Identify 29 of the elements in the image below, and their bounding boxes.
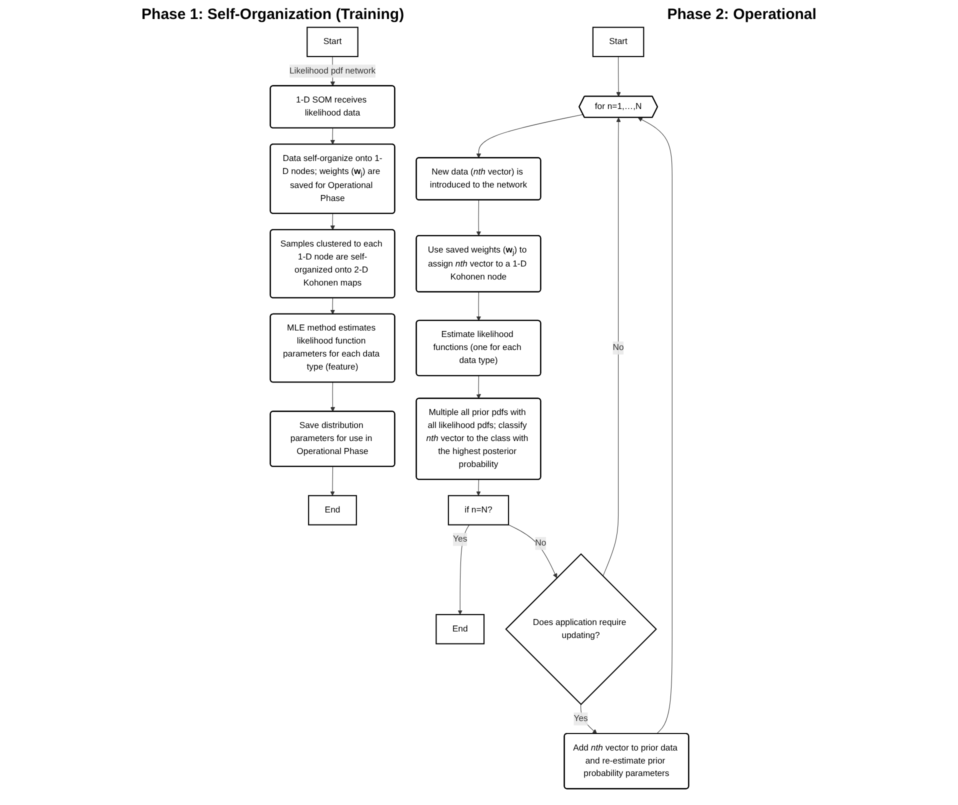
node-box: End	[435, 614, 484, 644]
phase-heading: Phase 1: Self-Organization (Training)	[142, 6, 404, 23]
edge-label: No	[612, 343, 624, 352]
arrow	[330, 298, 335, 314]
node-box: Start	[306, 26, 358, 58]
edge-label: Likelihood pdf network	[288, 66, 376, 76]
arrow	[457, 524, 470, 615]
arrow	[330, 466, 334, 496]
arrow	[330, 213, 335, 230]
edge-label: Yes	[452, 534, 467, 544]
arrow	[602, 117, 620, 576]
arrow	[330, 128, 335, 145]
arrow	[476, 479, 480, 496]
arrow	[476, 114, 583, 158]
arrow	[330, 382, 335, 412]
arrow	[476, 292, 481, 321]
node-box: Start	[592, 26, 644, 58]
phase-heading: Phase 2: Operational	[667, 6, 816, 23]
node-box: End	[308, 495, 356, 526]
arrow	[580, 704, 597, 734]
node-diamond: Does application require updating?	[504, 553, 656, 706]
node-box: if n=N?	[447, 495, 509, 526]
arrow	[476, 200, 481, 236]
arrow	[637, 117, 672, 734]
edge-label: No	[534, 538, 546, 548]
arrow	[616, 56, 620, 97]
arrow	[476, 376, 480, 399]
arrow	[508, 524, 557, 578]
edge-label: Yes	[573, 714, 588, 724]
